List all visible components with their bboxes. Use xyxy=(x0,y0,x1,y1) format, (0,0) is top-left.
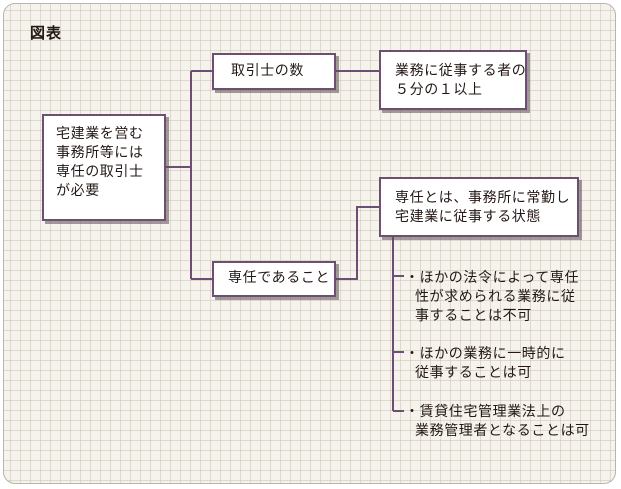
ratio-box: 業務に従事する者の ５分の１以上 xyxy=(379,50,527,110)
note-temporary-work: ・ほかの業務に一時的に 従事することは可 xyxy=(405,345,566,383)
requirement-line: が必要 xyxy=(56,183,100,199)
definition-box: 専任とは、事務所に常勤し 宅建業に従事する状態 xyxy=(379,177,579,237)
note-line: 業務管理者となることは可 xyxy=(415,423,590,439)
note-line: ・賃貸住宅管理業法上の xyxy=(405,404,566,420)
definition-line: 宅建業に従事する状態 xyxy=(395,209,541,225)
ratio-line: 業務に従事する者の xyxy=(395,63,527,79)
agent-count-label: 取引士の数 xyxy=(231,63,304,79)
definition-line: 専任とは、事務所に常勤し xyxy=(395,190,571,206)
note-other-law: ・ほかの法令によって専任 性が求められる業務に従 事することは不可 xyxy=(405,269,580,326)
figure-title: 図表 xyxy=(30,24,63,42)
note-rental-manager: ・賃貸住宅管理業法上の 業務管理者となることは可 xyxy=(405,403,590,441)
dedicated-label: 専任であること xyxy=(228,270,331,286)
requirement-line: 宅建業を営む xyxy=(56,126,144,142)
note-line: ・ほかの法令によって専任 xyxy=(405,270,580,286)
note-line: 性が求められる業務に従 xyxy=(415,289,576,305)
requirement-line: 事務所等には xyxy=(56,145,144,161)
note-line: ・ほかの業務に一時的に xyxy=(405,346,566,362)
requirement-line: 専任の取引士 xyxy=(56,164,144,180)
ratio-line: ５分の１以上 xyxy=(395,82,483,98)
dedicated-box: 専任であること xyxy=(212,261,336,297)
note-line: 従事することは可 xyxy=(415,365,532,381)
agent-count-box: 取引士の数 xyxy=(212,53,336,90)
note-line: 事することは不可 xyxy=(415,308,532,324)
connector-dedicated-to-definition xyxy=(336,206,379,280)
requirement-box: 宅建業を営む 事務所等には 専任の取引士 が必要 xyxy=(42,114,166,221)
